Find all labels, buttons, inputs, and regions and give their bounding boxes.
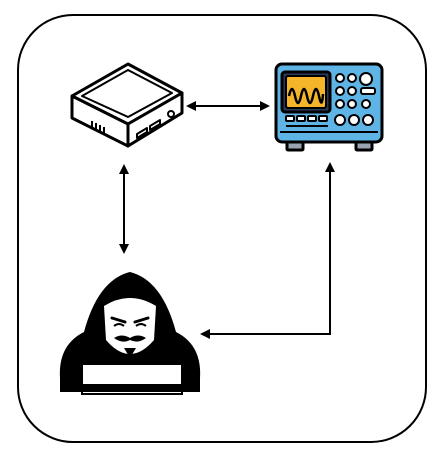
hooded-hacker-icon xyxy=(59,272,201,395)
mini-pc-icon xyxy=(70,62,184,148)
oscilloscope-icon xyxy=(274,62,384,152)
edge-oscilloscope-hacker xyxy=(200,162,335,339)
